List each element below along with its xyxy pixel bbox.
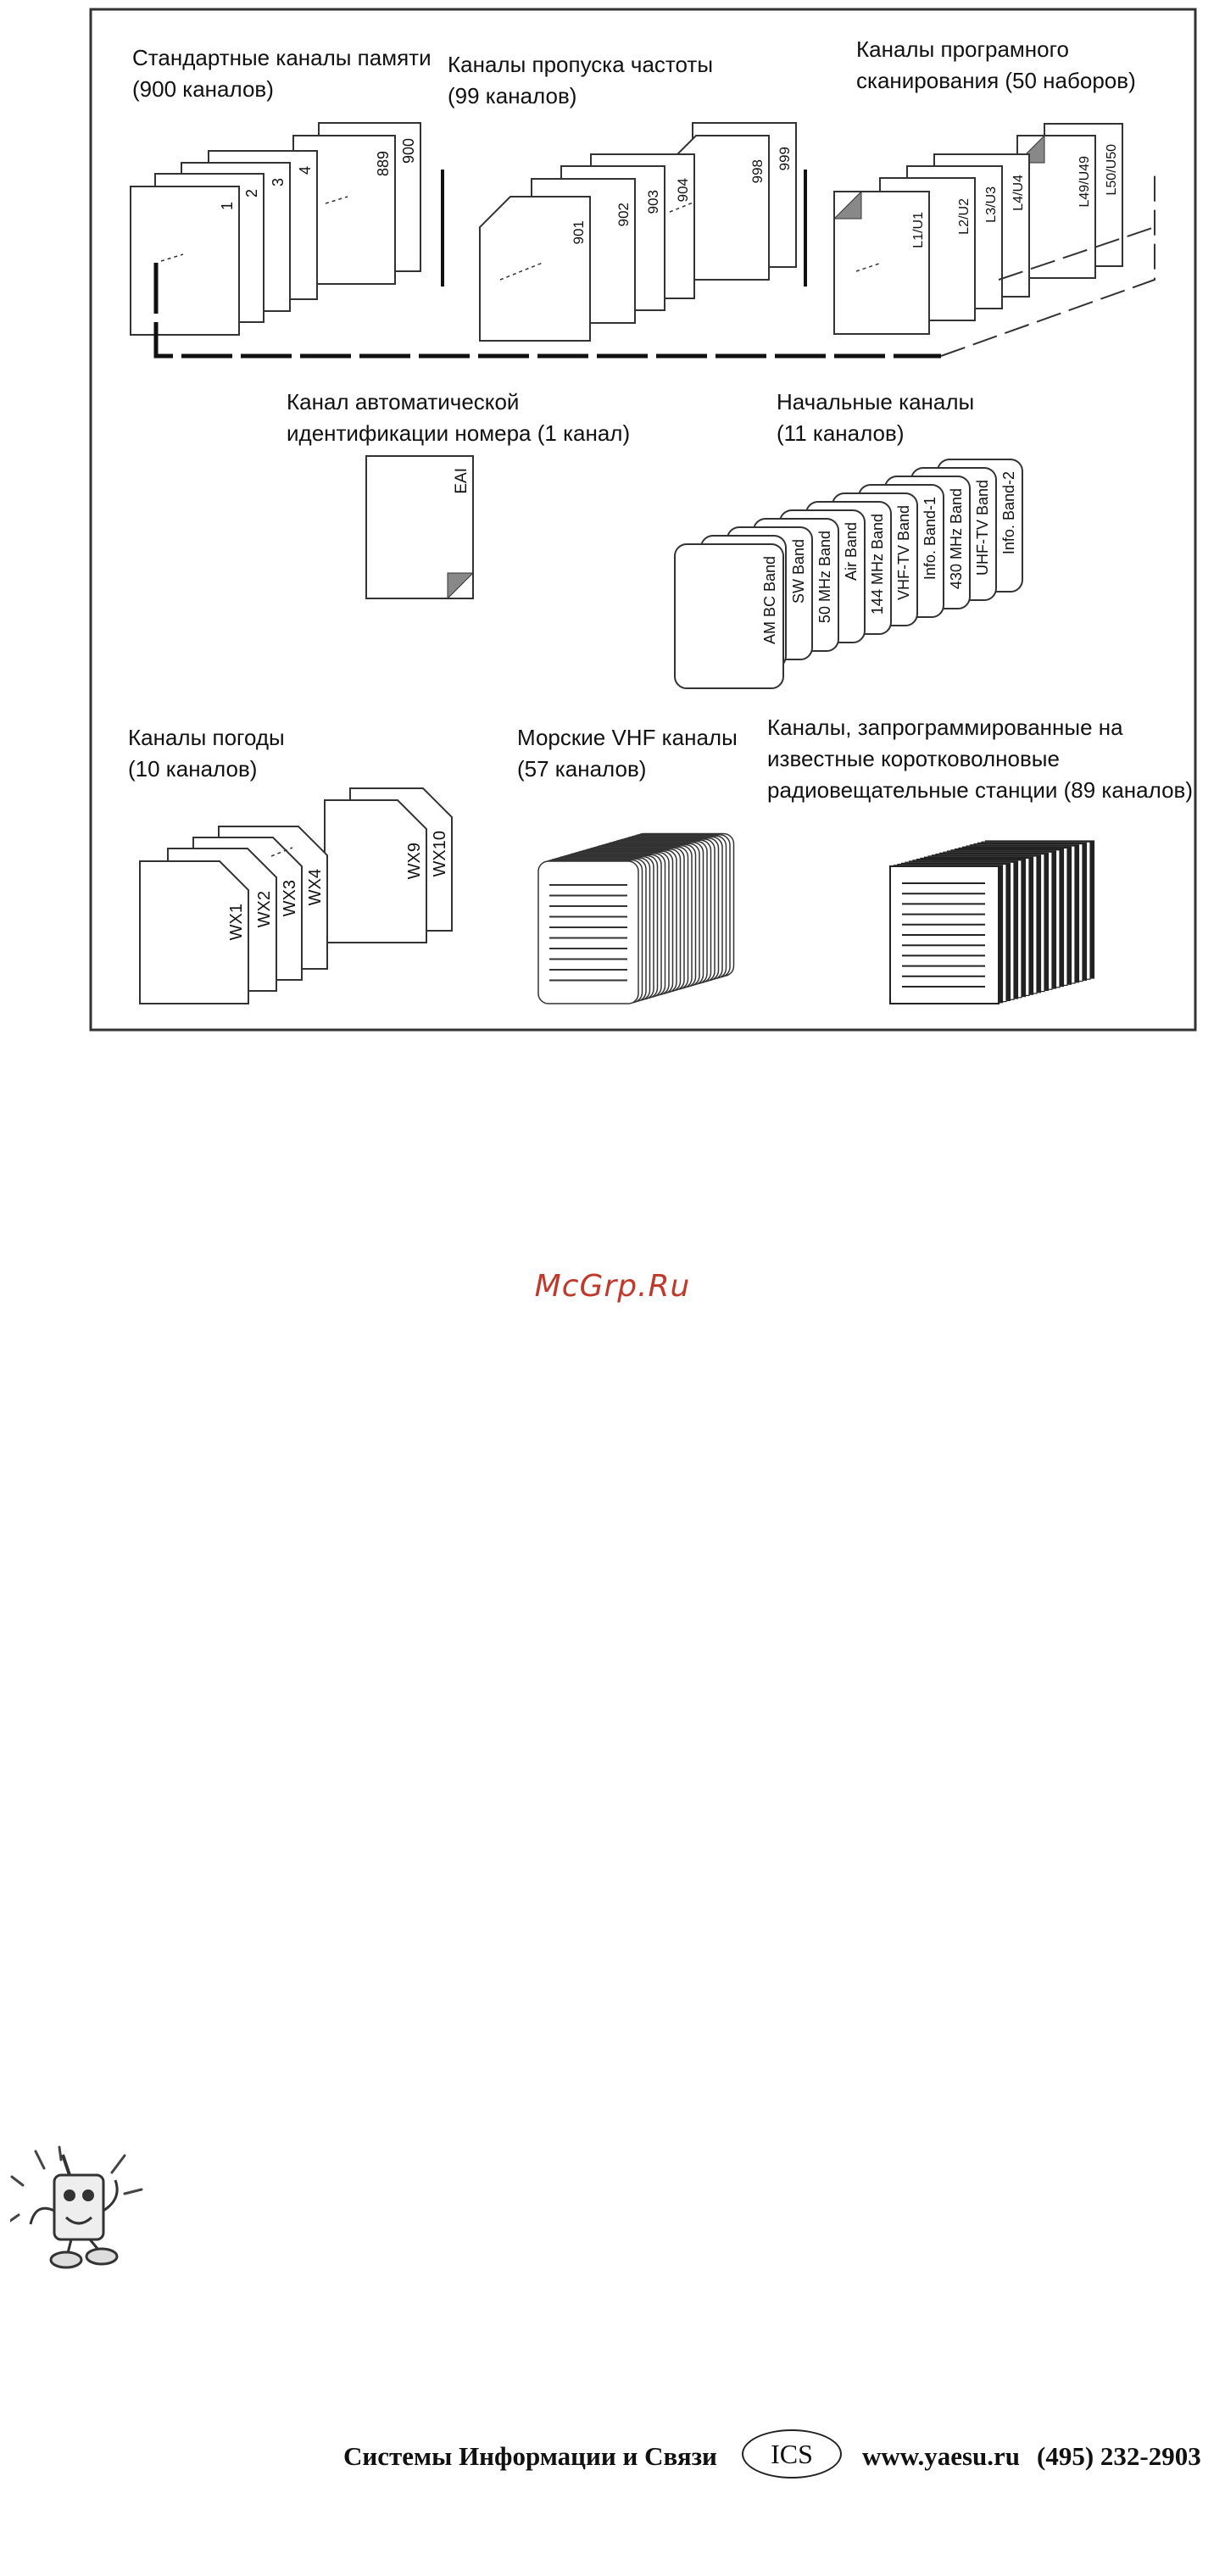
scan-card-L50/U50-label: L50/U50 bbox=[1105, 144, 1119, 196]
skip-card-902-label: 902 bbox=[615, 203, 632, 226]
home-channel-cards: Info. Band-2 UHF-TV Band 430 MHz Band Info.… bbox=[674, 459, 1023, 689]
shortwave-channel-stack bbox=[889, 840, 1095, 1004]
home-card-6-label: 144 MHz Band bbox=[869, 514, 886, 615]
shortwave-label: Каналы, запрограммированные на известные… bbox=[767, 712, 1193, 806]
home-card-4-label: 50 MHz Band bbox=[816, 531, 833, 623]
card-fold bbox=[447, 572, 475, 600]
skip-card-999-label: 999 bbox=[777, 147, 793, 170]
marine-label: Морские VHF каналы (57 каналов) bbox=[517, 722, 738, 785]
marine-channel-stack bbox=[537, 832, 735, 1004]
weather-label: Каналы погоды (10 каналов) bbox=[128, 722, 285, 785]
home-card-1: AM BC Band bbox=[674, 543, 784, 689]
memory-card-889: 889 bbox=[292, 135, 396, 285]
eai-label-line2: идентификации номера (1 канал) bbox=[287, 420, 631, 446]
eai-card-label: EAI bbox=[453, 468, 471, 494]
weather-card-WX2-label: WX2 bbox=[255, 891, 274, 927]
skip-label-line2: (99 каналов) bbox=[448, 83, 577, 108]
eai-channel-card: EAI bbox=[365, 455, 475, 600]
scan-card-L3/U3-label: L3/U3 bbox=[984, 186, 999, 223]
memory-card-1-label: 1 bbox=[219, 202, 236, 210]
weather-card-WX10-label: WX10 bbox=[431, 831, 449, 876]
skip-channel-cards: 999 998 904 903 902 901 bbox=[479, 122, 797, 342]
memory-label-line1: Стандартные каналы памяти bbox=[132, 45, 432, 70]
scan-card-L2/U2-label: L2/U2 bbox=[957, 198, 972, 235]
scan-card-L49/U49-label: L49/U49 bbox=[1077, 156, 1092, 208]
weather-card-WX1-label: WX1 bbox=[227, 904, 246, 940]
memory-card-4-label: 4 bbox=[297, 166, 314, 175]
skip-label: Каналы пропуска частоты (99 каналов) bbox=[448, 49, 713, 112]
scan-label-line2: сканирования (50 наборов) bbox=[856, 68, 1136, 93]
home-card-3-label: SW Band bbox=[790, 539, 807, 604]
scan-channel-cards: L50/U50 L49/U49 L4/U4 L3/U3 L2/U2 L1/U1 bbox=[832, 123, 1123, 335]
home-label-line1: Начальные каналы bbox=[777, 389, 975, 414]
eai-card: EAI bbox=[365, 455, 475, 600]
weather-card-WX3-label: WX3 bbox=[281, 880, 299, 916]
skip-card-903-label: 903 bbox=[645, 190, 661, 214]
footer-website[interactable]: www.yaesu.ru bbox=[862, 2441, 1021, 2471]
skip-label-line1: Каналы пропуска частоты bbox=[448, 52, 714, 77]
scan-card-L1/U1: L1/U1 bbox=[832, 190, 930, 335]
home-card-11-label: Info. Band-2 bbox=[1000, 471, 1017, 554]
weather-card-WX4-label: WX4 bbox=[306, 869, 325, 905]
weather-card-WX1: WX1 bbox=[139, 860, 249, 1004]
memory-card-3-label: 3 bbox=[270, 178, 287, 186]
footer-company: Системы Информации и Связи bbox=[343, 2441, 717, 2471]
shortwave-label-line1: Каналы, запрограммированные на bbox=[767, 715, 1123, 740]
card-fold bbox=[832, 190, 862, 220]
footer-phone: (495) 232-2903 bbox=[1037, 2441, 1201, 2471]
memory-label-line2: (900 каналов) bbox=[132, 76, 274, 102]
eai-label: Канал автоматической идентификации номер… bbox=[287, 387, 630, 449]
memory-label: Стандартные каналы памяти (900 каналов) bbox=[132, 42, 432, 105]
weather-label-line2: (10 каналов) bbox=[128, 756, 258, 782]
marine-label-line1: Морские VHF каналы bbox=[517, 725, 738, 750]
home-card-5-label: Air Band bbox=[843, 522, 860, 581]
scan-label: Каналы програмного сканирования (50 набо… bbox=[856, 34, 1136, 97]
home-label-line2: (11 каналов) bbox=[777, 420, 905, 446]
shortwave-label-line3: радиовещательные станции (89 каналов) bbox=[767, 777, 1194, 803]
skip-card-904-label: 904 bbox=[675, 178, 691, 202]
home-card-1-label: AM BC Band bbox=[761, 556, 778, 644]
weather-card-WX9-label: WX9 bbox=[405, 843, 424, 879]
memory-card-889-label: 889 bbox=[375, 151, 392, 176]
diagram-frame bbox=[89, 8, 1197, 1032]
memory-card-900-label: 900 bbox=[400, 138, 417, 164]
scan-card-L49/U49: L49/U49 bbox=[1016, 134, 1096, 279]
home-card-9-label: 430 MHz Band bbox=[948, 488, 965, 589]
marine-label-line2: (57 каналов) bbox=[517, 756, 647, 782]
watermark: McGrp.Ru bbox=[534, 1269, 691, 1304]
channel-memory-diagram: 900 889 4 3 21 999 998 904 903 902 901 L50/U50 L49… bbox=[89, 8, 1197, 1032]
skip-card-901-label: 901 bbox=[571, 220, 587, 244]
weather-card-WX9: WX9 bbox=[324, 799, 427, 943]
ics-logo: ICS bbox=[742, 2429, 842, 2479]
home-card-8-label: Info. Band-1 bbox=[922, 497, 938, 580]
scan-card-L1/U1-label: L1/U1 bbox=[911, 212, 926, 248]
skip-card-901: 901 bbox=[479, 196, 591, 342]
home-card-10-label: UHF-TV Band bbox=[974, 480, 991, 576]
home-label: Начальные каналы (11 каналов) bbox=[777, 387, 974, 449]
memory-card-1: 1 bbox=[130, 186, 240, 336]
connector-lines bbox=[153, 170, 1155, 359]
cartoon-radio-mascot-icon bbox=[10, 2145, 143, 2269]
skip-card-998-label: 998 bbox=[749, 159, 766, 183]
memory-channel-cards: 900 889 4 3 21 bbox=[130, 122, 421, 336]
weather-label-line1: Каналы погоды bbox=[128, 725, 285, 750]
home-card-7-label: VHF-TV Band bbox=[895, 505, 912, 600]
scan-label-line1: Каналы програмного bbox=[856, 36, 1069, 62]
shortwave-label-line2: известные коротковолновые bbox=[767, 746, 1060, 771]
memory-card-2-label: 2 bbox=[243, 189, 260, 198]
eai-label-line1: Канал автоматической bbox=[287, 389, 520, 414]
footer: Системы Информации и Связи ICS www.yaesu… bbox=[343, 2426, 1225, 2485]
marine-card bbox=[537, 860, 639, 1004]
scan-card-L4/U4-label: L4/U4 bbox=[1011, 175, 1026, 211]
